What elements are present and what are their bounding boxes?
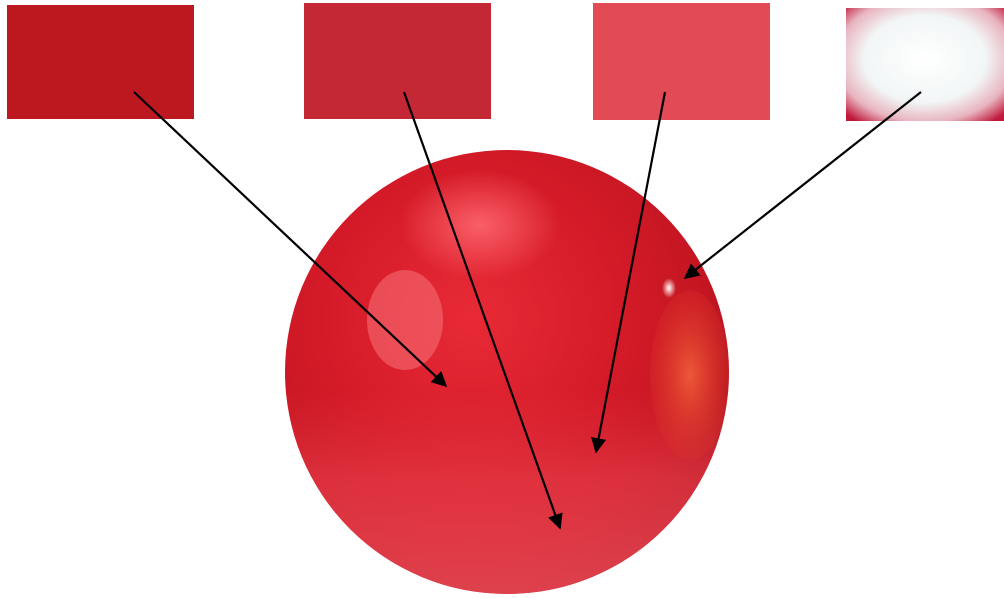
specular-highlight-spot — [662, 278, 676, 298]
red-sphere — [280, 150, 740, 598]
arrow-specular-highlight — [685, 92, 921, 278]
swatch-specular-texture — [846, 8, 1004, 121]
reflected-light-area — [650, 290, 730, 460]
